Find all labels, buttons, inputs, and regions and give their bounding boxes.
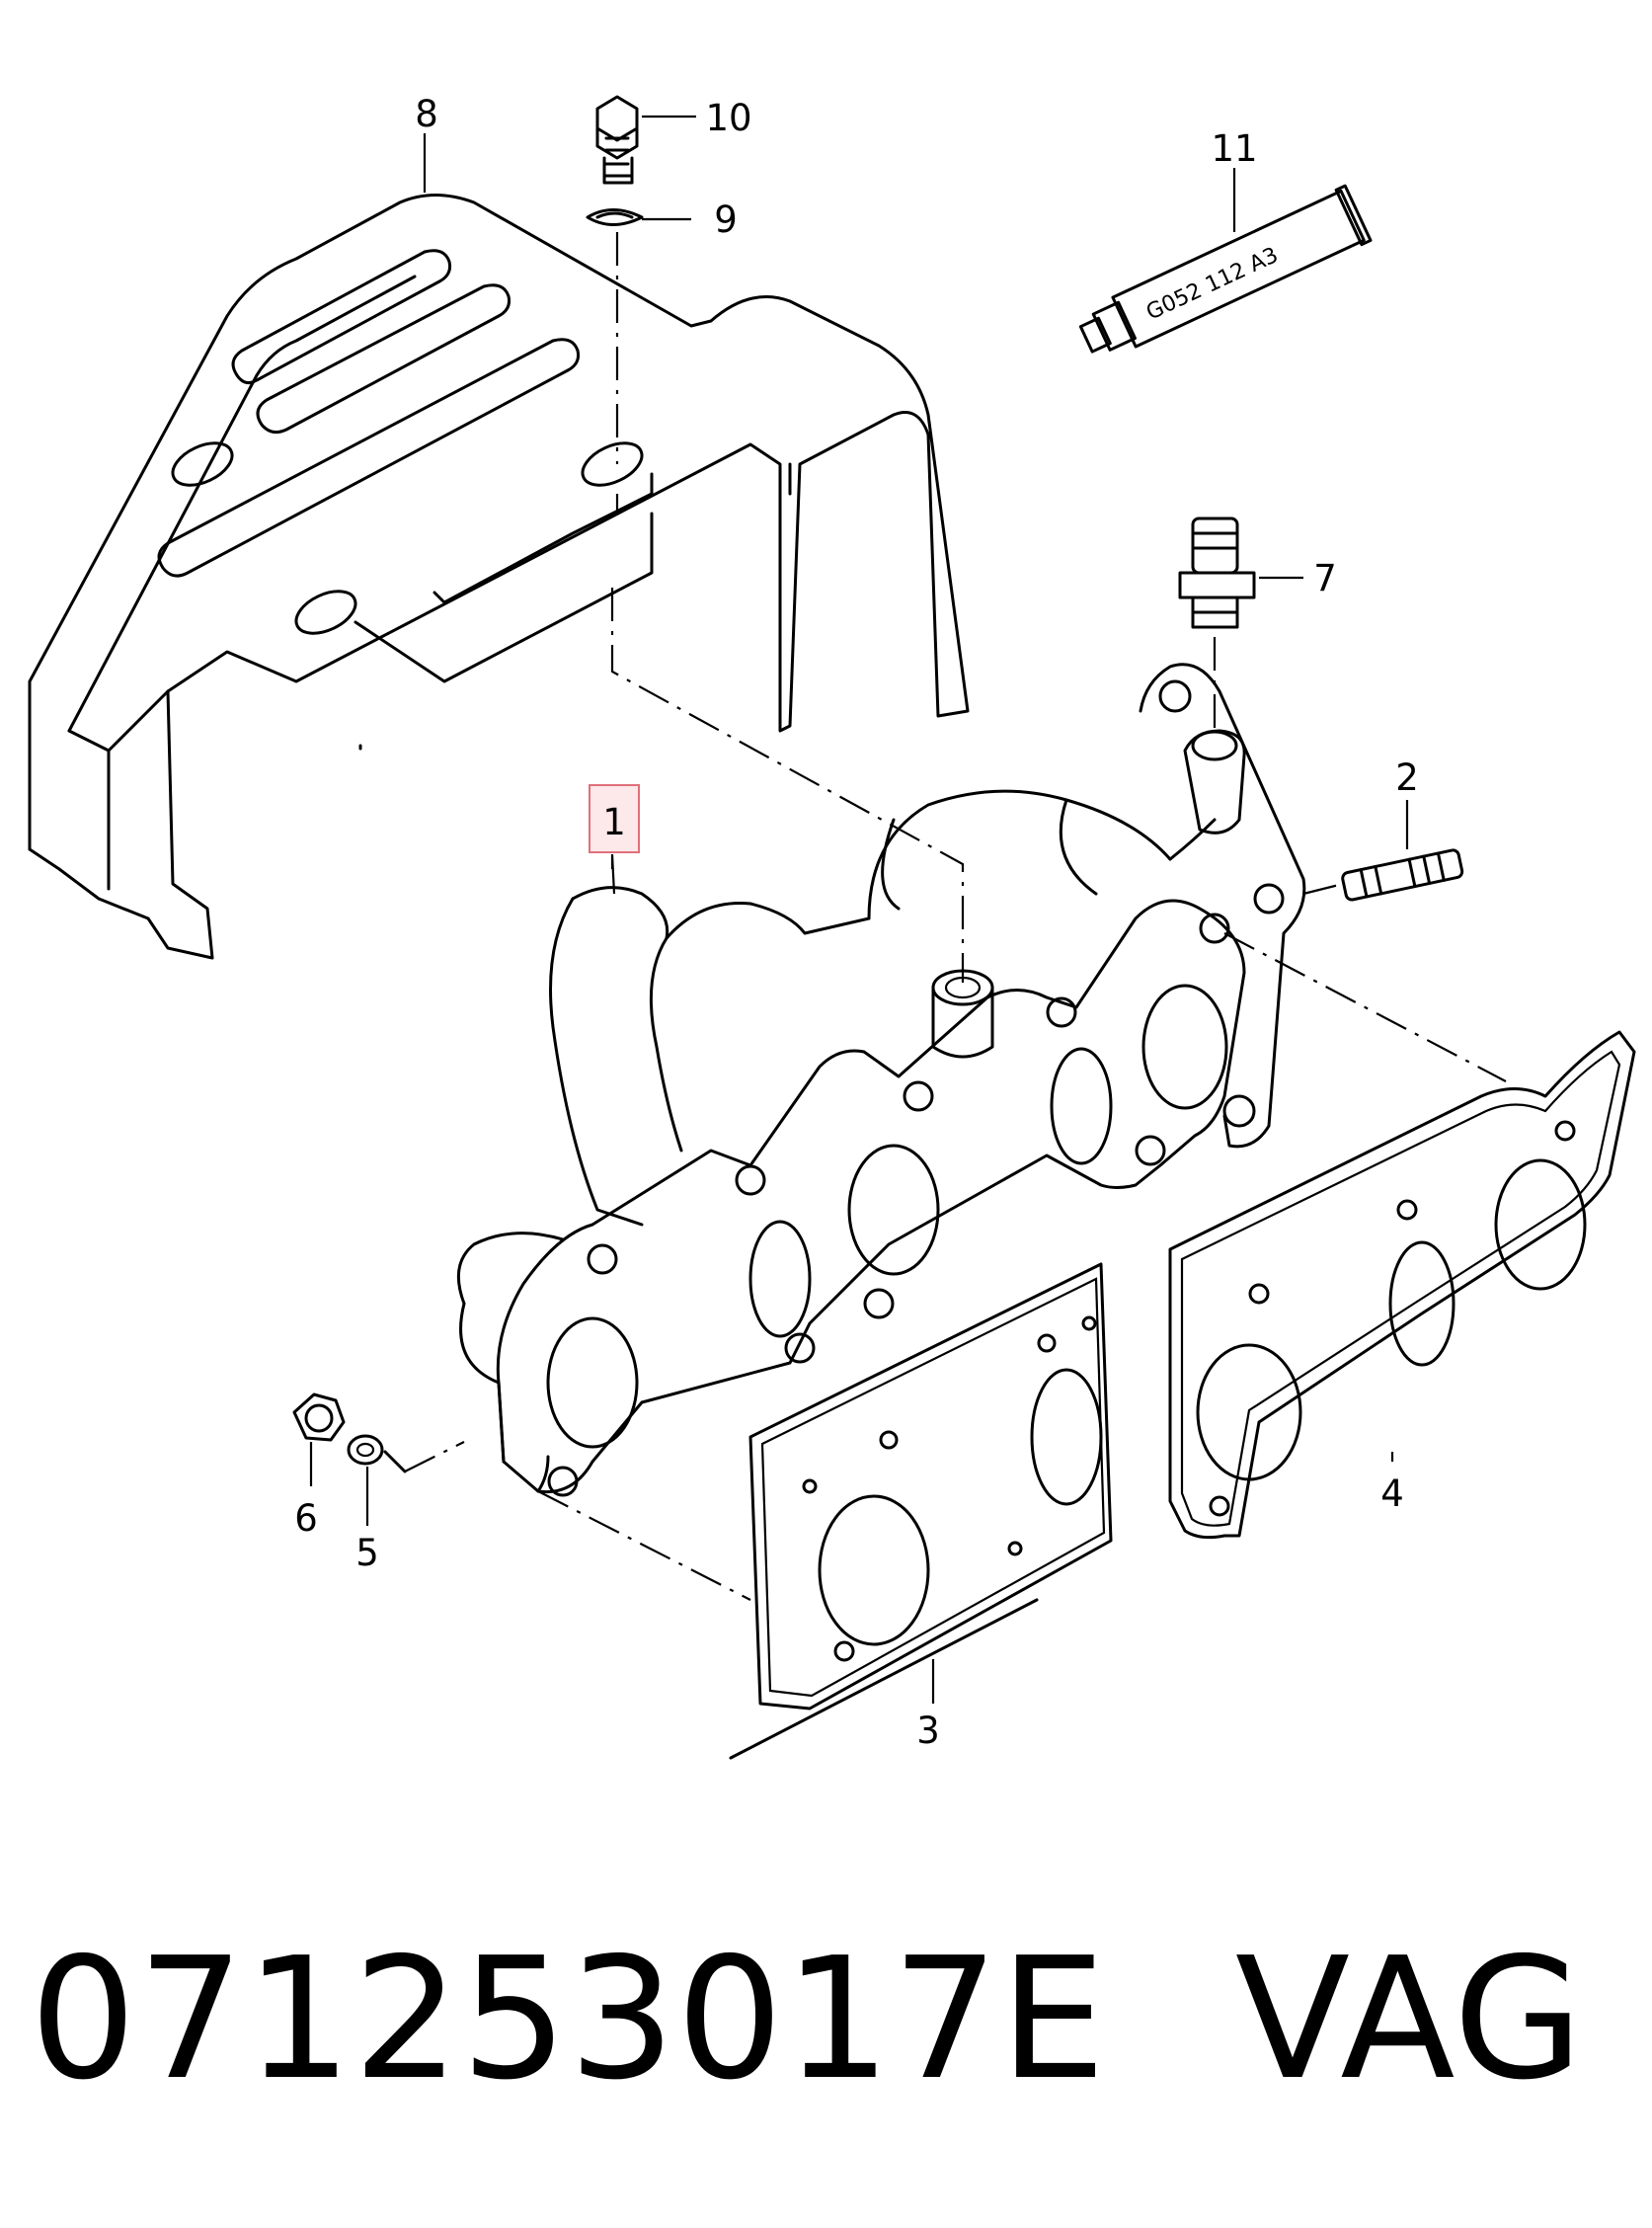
callout-4[interactable]: 4 <box>1380 1472 1404 1515</box>
gasket-part-4 <box>1168 1030 1636 1540</box>
callout-9[interactable]: 9 <box>714 199 738 241</box>
gasket-part-3 <box>748 1262 1113 1711</box>
callout-5[interactable]: 5 <box>355 1532 379 1574</box>
callout-highlight-box <box>589 784 640 853</box>
nut-part-6 <box>292 1392 346 1442</box>
heat-shield-part-8 <box>28 194 970 960</box>
part-number: 071253017E <box>30 1922 1107 2117</box>
bolt-part-10 <box>595 95 639 185</box>
callout-2[interactable]: 2 <box>1395 756 1419 799</box>
sealant-tube-label: G052 112 A3 <box>1142 243 1282 326</box>
part-number-footer: 071253017E VAG <box>30 1921 1584 2118</box>
sealant-tube-part-11: G052 112 A3 <box>1078 184 1373 354</box>
leader-lines <box>309 115 1409 1704</box>
stud-part-2 <box>1341 848 1464 902</box>
callout-3[interactable]: 3 <box>916 1710 940 1752</box>
washer-part-9 <box>586 208 644 226</box>
callout-labels: 1 2 3 4 5 6 7 8 9 10 11 <box>294 93 1419 1752</box>
callout-6[interactable]: 6 <box>294 1497 318 1540</box>
callout-7[interactable]: 7 <box>1313 557 1337 599</box>
vendor-name: VAG <box>1234 1922 1585 2117</box>
callout-11[interactable]: 11 <box>1211 127 1257 170</box>
callout-8[interactable]: 8 <box>415 93 438 135</box>
assembly-lines <box>383 232 1507 1760</box>
washer-part-5 <box>347 1434 384 1466</box>
callout-10[interactable]: 10 <box>705 97 751 139</box>
fitting-part-7 <box>1178 517 1256 629</box>
callout-1[interactable]: 1 <box>602 801 626 843</box>
exhaust-manifold-part-1 <box>456 663 1306 1497</box>
